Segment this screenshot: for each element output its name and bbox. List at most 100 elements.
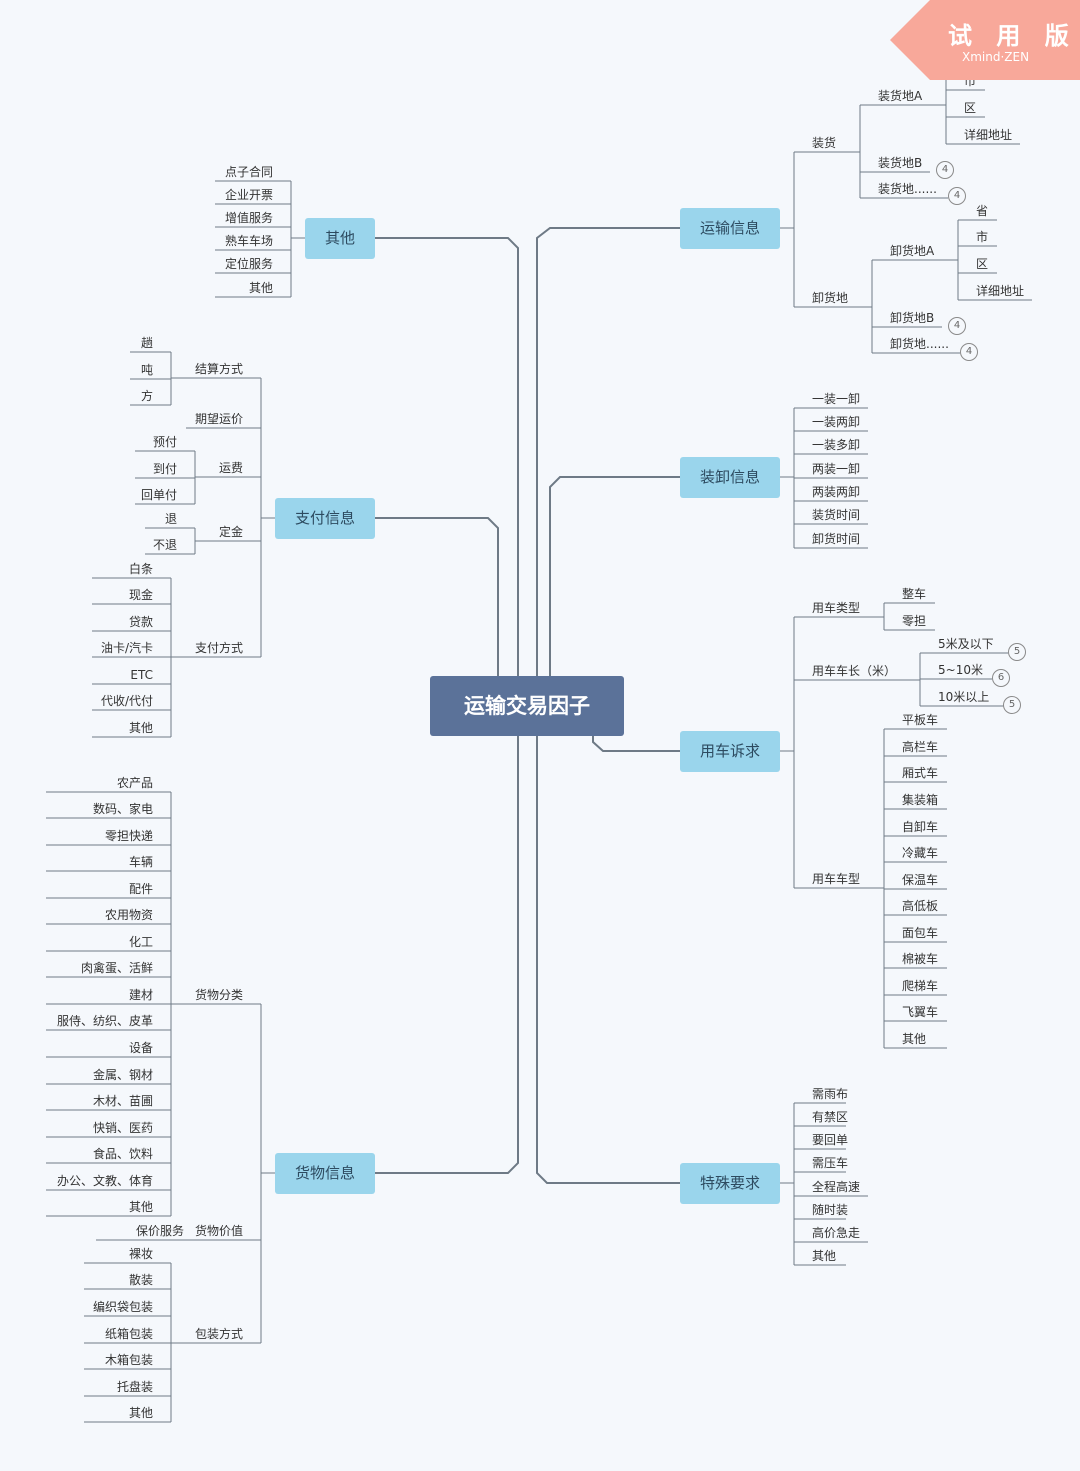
topic-label[interactable]: 不退 [152, 538, 177, 552]
vehicle-model-option[interactable]: 保温车 [902, 873, 939, 887]
vehicle-model-option[interactable]: 爬梯车 [902, 979, 939, 993]
cargo-category-option[interactable]: 零担快递 [104, 829, 153, 843]
packaging-option[interactable]: 裸妆 [128, 1247, 153, 1261]
handling-option[interactable]: 两装一卸 [812, 462, 861, 476]
payment-method-option[interactable]: 贷款 [128, 615, 153, 629]
topic-label[interactable]: 零担 [902, 614, 927, 628]
cargo-category-option[interactable]: 其他 [128, 1200, 153, 1214]
topic-label[interactable]: 退 [164, 512, 177, 526]
collapsed-count-badge[interactable]: 4 [936, 161, 954, 179]
cargo-category-option[interactable]: 服侍、纺织、皮革 [56, 1014, 153, 1028]
other-option[interactable]: 熟车车场 [224, 234, 273, 248]
vehicle-model-option[interactable]: 厢式车 [902, 766, 939, 780]
central-topic[interactable]: 运输交易因子 [430, 676, 624, 736]
main-topic-special[interactable]: 特殊要求 [680, 1163, 780, 1204]
vehicle-model-option[interactable]: 飞翼车 [902, 1005, 939, 1019]
special-requirement-option[interactable]: 需压车 [812, 1156, 849, 1170]
cargo-category-option[interactable]: 化工 [128, 935, 153, 949]
special-requirement-option[interactable]: 其他 [812, 1249, 837, 1263]
topic-label[interactable]: 详细地址 [976, 284, 1025, 298]
topic-label[interactable]: 支付方式 [194, 641, 243, 655]
cargo-category-option[interactable]: 食品、饮料 [92, 1147, 153, 1161]
topic-label[interactable]: 期望运价 [194, 412, 243, 426]
collapsed-count-badge[interactable]: 4 [948, 187, 966, 205]
collapsed-count-badge[interactable]: 4 [948, 317, 966, 335]
other-option[interactable]: 企业开票 [224, 188, 273, 202]
topic-label[interactable]: 区 [976, 257, 989, 271]
topic-label[interactable]: 区 [964, 101, 977, 115]
topic-label[interactable]: 市 [976, 230, 989, 244]
topic-label[interactable]: 定金 [218, 525, 243, 539]
collapsed-count-badge[interactable]: 5 [1003, 696, 1021, 714]
cargo-category-option[interactable]: 快销、医药 [92, 1121, 153, 1135]
cargo-category-option[interactable]: 金属、钢材 [92, 1068, 153, 1082]
vehicle-model-option[interactable]: 棉被车 [902, 952, 939, 966]
payment-method-option[interactable]: 油卡/汽卡 [100, 641, 153, 655]
vehicle-model-option[interactable]: 面包车 [902, 926, 939, 940]
vehicle-model-option[interactable]: 高低板 [902, 899, 939, 913]
topic-label[interactable]: 用车类型 [812, 601, 861, 615]
payment-method-option[interactable]: 白条 [128, 562, 153, 576]
main-topic-cargo[interactable]: 货物信息 [275, 1153, 375, 1194]
vehicle-model-option[interactable]: 高栏车 [902, 740, 939, 754]
topic-label[interactable]: 结算方式 [194, 362, 243, 376]
main-topic-other[interactable]: 其他 [305, 218, 375, 259]
cargo-category-option[interactable]: 设备 [128, 1041, 153, 1055]
vehicle-model-option[interactable]: 平板车 [902, 713, 939, 727]
topic-label[interactable]: 装货 [812, 136, 837, 150]
topic-label[interactable]: 5~10米 [938, 663, 983, 677]
topic-label[interactable]: 卸货地 [812, 291, 849, 305]
topic-label[interactable]: 装货地A [878, 89, 923, 103]
collapsed-count-badge[interactable]: 4 [960, 343, 978, 361]
handling-option[interactable]: 两装两卸 [812, 485, 861, 499]
packaging-option[interactable]: 木箱包装 [104, 1353, 153, 1367]
handling-option[interactable]: 一装一卸 [812, 392, 861, 406]
main-topic-vehicle[interactable]: 用车诉求 [680, 731, 780, 772]
other-option[interactable]: 点子合同 [224, 165, 273, 179]
cargo-category-option[interactable]: 建材 [128, 988, 153, 1002]
topic-label[interactable]: 吨 [140, 363, 153, 377]
topic-label[interactable]: 装货地B [878, 156, 923, 170]
packaging-option[interactable]: 托盘装 [116, 1380, 153, 1394]
special-requirement-option[interactable]: 全程高速 [812, 1180, 861, 1194]
cargo-category-option[interactable]: 肉禽蛋、活鲜 [80, 961, 153, 975]
topic-label[interactable]: 回单付 [140, 488, 177, 502]
topic-label[interactable]: 10米以上 [938, 690, 990, 704]
cargo-category-option[interactable]: 数码、家电 [92, 802, 153, 816]
topic-label[interactable]: 预付 [152, 435, 177, 449]
vehicle-model-option[interactable]: 自卸车 [902, 820, 939, 834]
topic-label[interactable]: 卸货地A [890, 244, 935, 258]
topic-label[interactable]: 详细地址 [964, 128, 1013, 142]
topic-label[interactable]: 趟 [140, 336, 153, 350]
cargo-category-option[interactable]: 配件 [128, 882, 153, 896]
collapsed-count-badge[interactable]: 6 [992, 669, 1010, 687]
vehicle-model-option[interactable]: 冷藏车 [902, 846, 939, 860]
topic-label[interactable]: 用车车长（米） [812, 664, 897, 678]
handling-option[interactable]: 装货时间 [812, 508, 861, 522]
cargo-category-option[interactable]: 木材、苗圃 [92, 1094, 153, 1108]
other-option[interactable]: 定位服务 [224, 257, 273, 271]
topic-label[interactable]: 货物分类 [194, 988, 243, 1002]
cargo-category-option[interactable]: 办公、文教、体育 [56, 1174, 153, 1188]
special-requirement-option[interactable]: 要回单 [812, 1133, 849, 1147]
topic-label[interactable]: 省 [976, 204, 989, 218]
topic-label[interactable]: 卸货地...... [890, 337, 949, 351]
collapsed-count-badge[interactable]: 5 [1008, 643, 1026, 661]
packaging-option[interactable]: 其他 [128, 1406, 153, 1420]
topic-label[interactable]: 保价服务 [135, 1224, 184, 1238]
main-topic-payment[interactable]: 支付信息 [275, 498, 375, 539]
handling-option[interactable]: 卸货时间 [812, 532, 861, 546]
topic-label[interactable]: 5米及以下 [938, 637, 994, 651]
main-topic-transport[interactable]: 运输信息 [680, 208, 780, 249]
payment-method-option[interactable]: 代收/代付 [100, 694, 153, 708]
cargo-category-option[interactable]: 农产品 [116, 776, 153, 790]
topic-label[interactable]: 方 [140, 389, 153, 403]
topic-label[interactable]: 到付 [152, 462, 177, 476]
topic-label[interactable]: 包装方式 [194, 1327, 243, 1341]
handling-option[interactable]: 一装多卸 [812, 438, 861, 452]
payment-method-option[interactable]: 现金 [128, 588, 153, 602]
packaging-option[interactable]: 编织袋包装 [92, 1300, 153, 1314]
vehicle-model-option[interactable]: 集装箱 [902, 793, 939, 807]
payment-method-option[interactable]: ETC [130, 668, 153, 682]
other-option[interactable]: 增值服务 [224, 211, 273, 225]
